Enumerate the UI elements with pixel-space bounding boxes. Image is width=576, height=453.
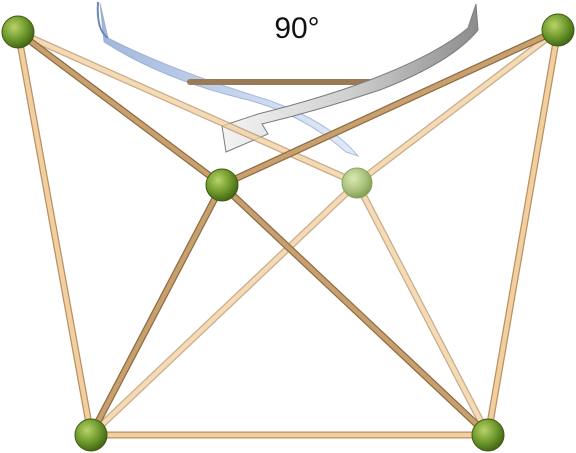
rotation-arrow-back-rim	[96, 1, 109, 39]
rod-top-right-to-center-back	[353, 26, 562, 187]
nodes-layer	[1, 13, 575, 452]
rod-center-back-to-bottom-right	[353, 179, 492, 439]
rod-top-right-to-center-front	[218, 26, 562, 189]
rotation-arrow-front	[221, 3, 479, 153]
node-top-left	[1, 15, 35, 49]
rotation-arrow-back	[99, 2, 360, 158]
rod-center-front-to-bottom-left	[87, 181, 226, 439]
rod-top-right-to-bottom-right	[484, 26, 562, 439]
node-bottom-left	[74, 418, 108, 452]
rod-top-left-to-bottom-left	[14, 28, 95, 439]
node-center-back	[341, 167, 373, 199]
rod-top-left-to-center-back	[14, 28, 361, 187]
node-center-front	[205, 168, 239, 202]
rods-layer	[14, 26, 562, 439]
rotation-angle-label: 90°	[274, 12, 320, 45]
rod-center-front-to-bottom-right	[218, 181, 492, 439]
node-top-right	[541, 13, 575, 47]
node-bottom-right	[471, 418, 505, 452]
rod-center-back-to-bottom-left	[87, 179, 361, 439]
rod-top-left-to-center-front	[14, 28, 226, 189]
